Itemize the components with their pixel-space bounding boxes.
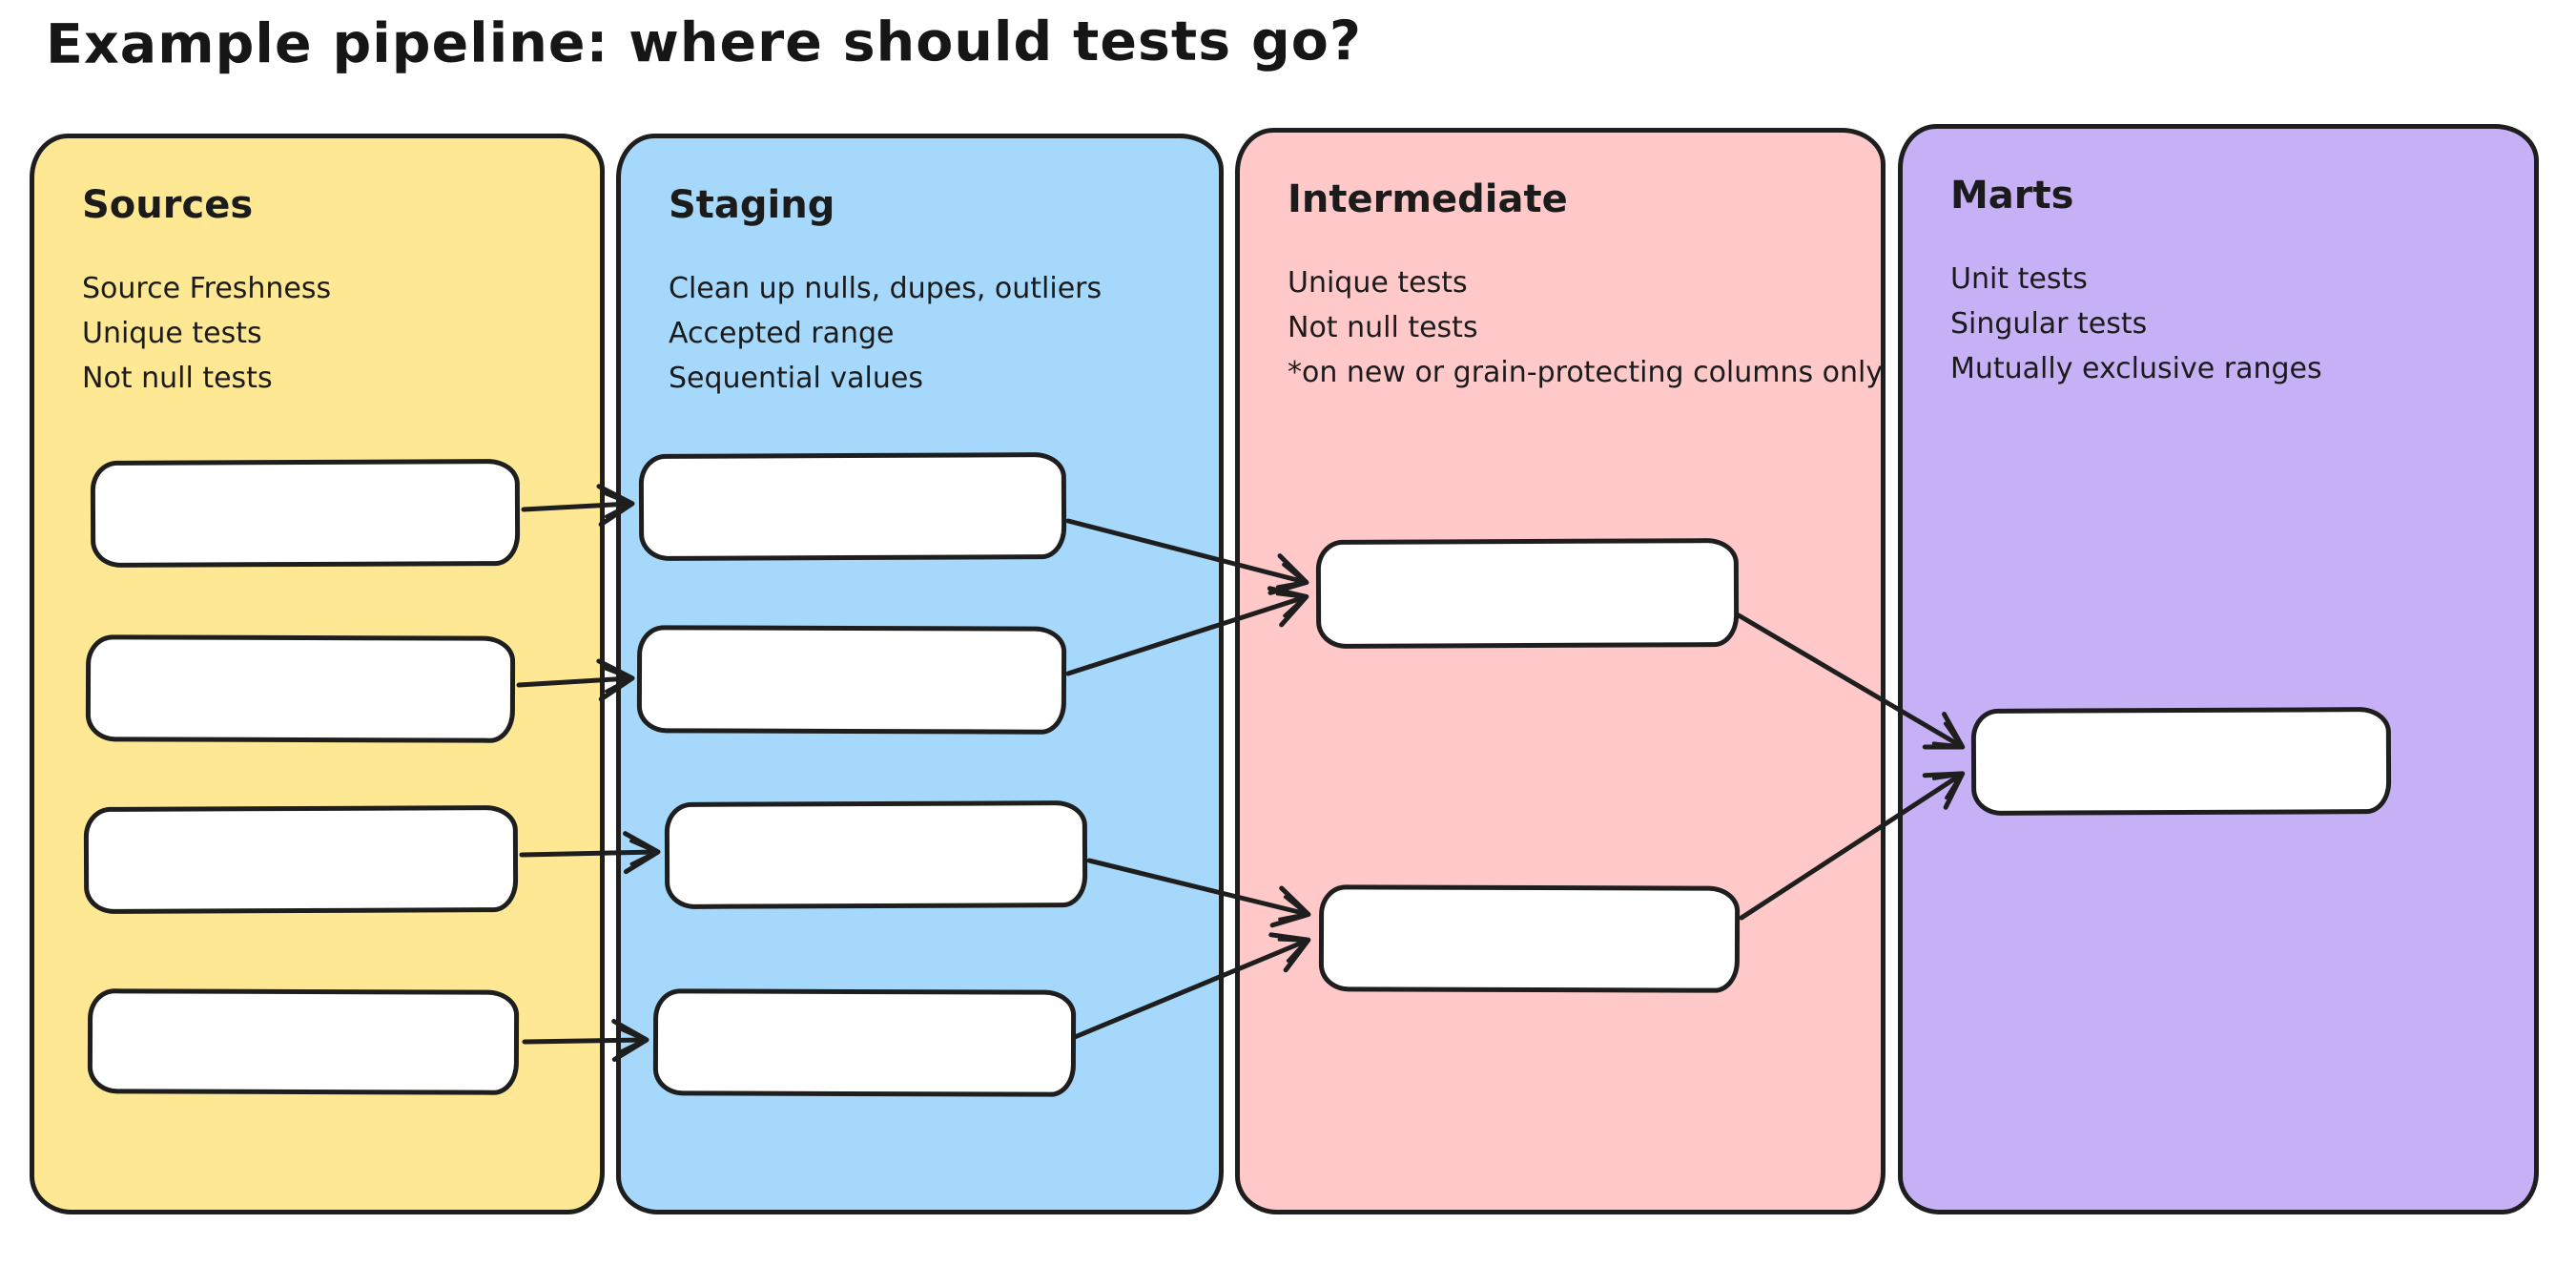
column-note: Unique tests [82,317,262,350]
column-note: Not null tests [1288,311,1478,344]
column-notes-marts: Unit tests Singular tests Mutually exclu… [1950,257,2486,391]
column-note: *on new or grain-protecting columns only [1288,356,1884,389]
column-note: Unique tests [1288,266,1468,300]
column-note: Mutually exclusive ranges [1950,352,2322,385]
column-title-marts: Marts [1950,174,2074,218]
page-title: Example pipeline: where should tests go? [45,10,1363,76]
model-box-source-4 [87,988,520,1095]
column-note: Clean up nulls, dupes, outliers [669,272,1103,305]
model-box-staging-2 [636,625,1067,735]
model-box-staging-1 [638,452,1067,561]
model-box-source-3 [83,805,519,914]
model-box-intermediate-1 [1315,538,1740,649]
column-notes-intermediate: Unique tests Not null tests *on new or g… [1288,260,1884,395]
model-box-staging-4 [652,988,1077,1097]
column-note: Accepted range [669,317,895,350]
column-notes-staging: Clean up nulls, dupes, outliers Accepted… [669,266,1171,401]
column-note: Source Freshness [82,272,332,305]
column-title-sources: Sources [82,183,254,227]
column-notes-sources: Source Freshness Unique tests Not null t… [82,266,552,401]
model-box-intermediate-2 [1318,884,1741,993]
column-note: Singular tests [1950,307,2148,341]
column-note: Sequential values [669,362,923,395]
column-note: Not null tests [82,362,273,395]
model-box-source-1 [90,459,521,568]
column-note: Unit tests [1950,262,2088,296]
column-card-intermediate: Intermediate Unique tests Not null tests… [1235,128,1886,1214]
column-card-marts: Marts Unit tests Singular tests Mutually… [1898,124,2539,1214]
model-box-source-2 [85,634,516,743]
column-title-intermediate: Intermediate [1288,177,1568,221]
model-box-marts-1 [1970,707,2392,816]
column-title-staging: Staging [669,183,835,227]
model-box-staging-3 [664,800,1088,909]
